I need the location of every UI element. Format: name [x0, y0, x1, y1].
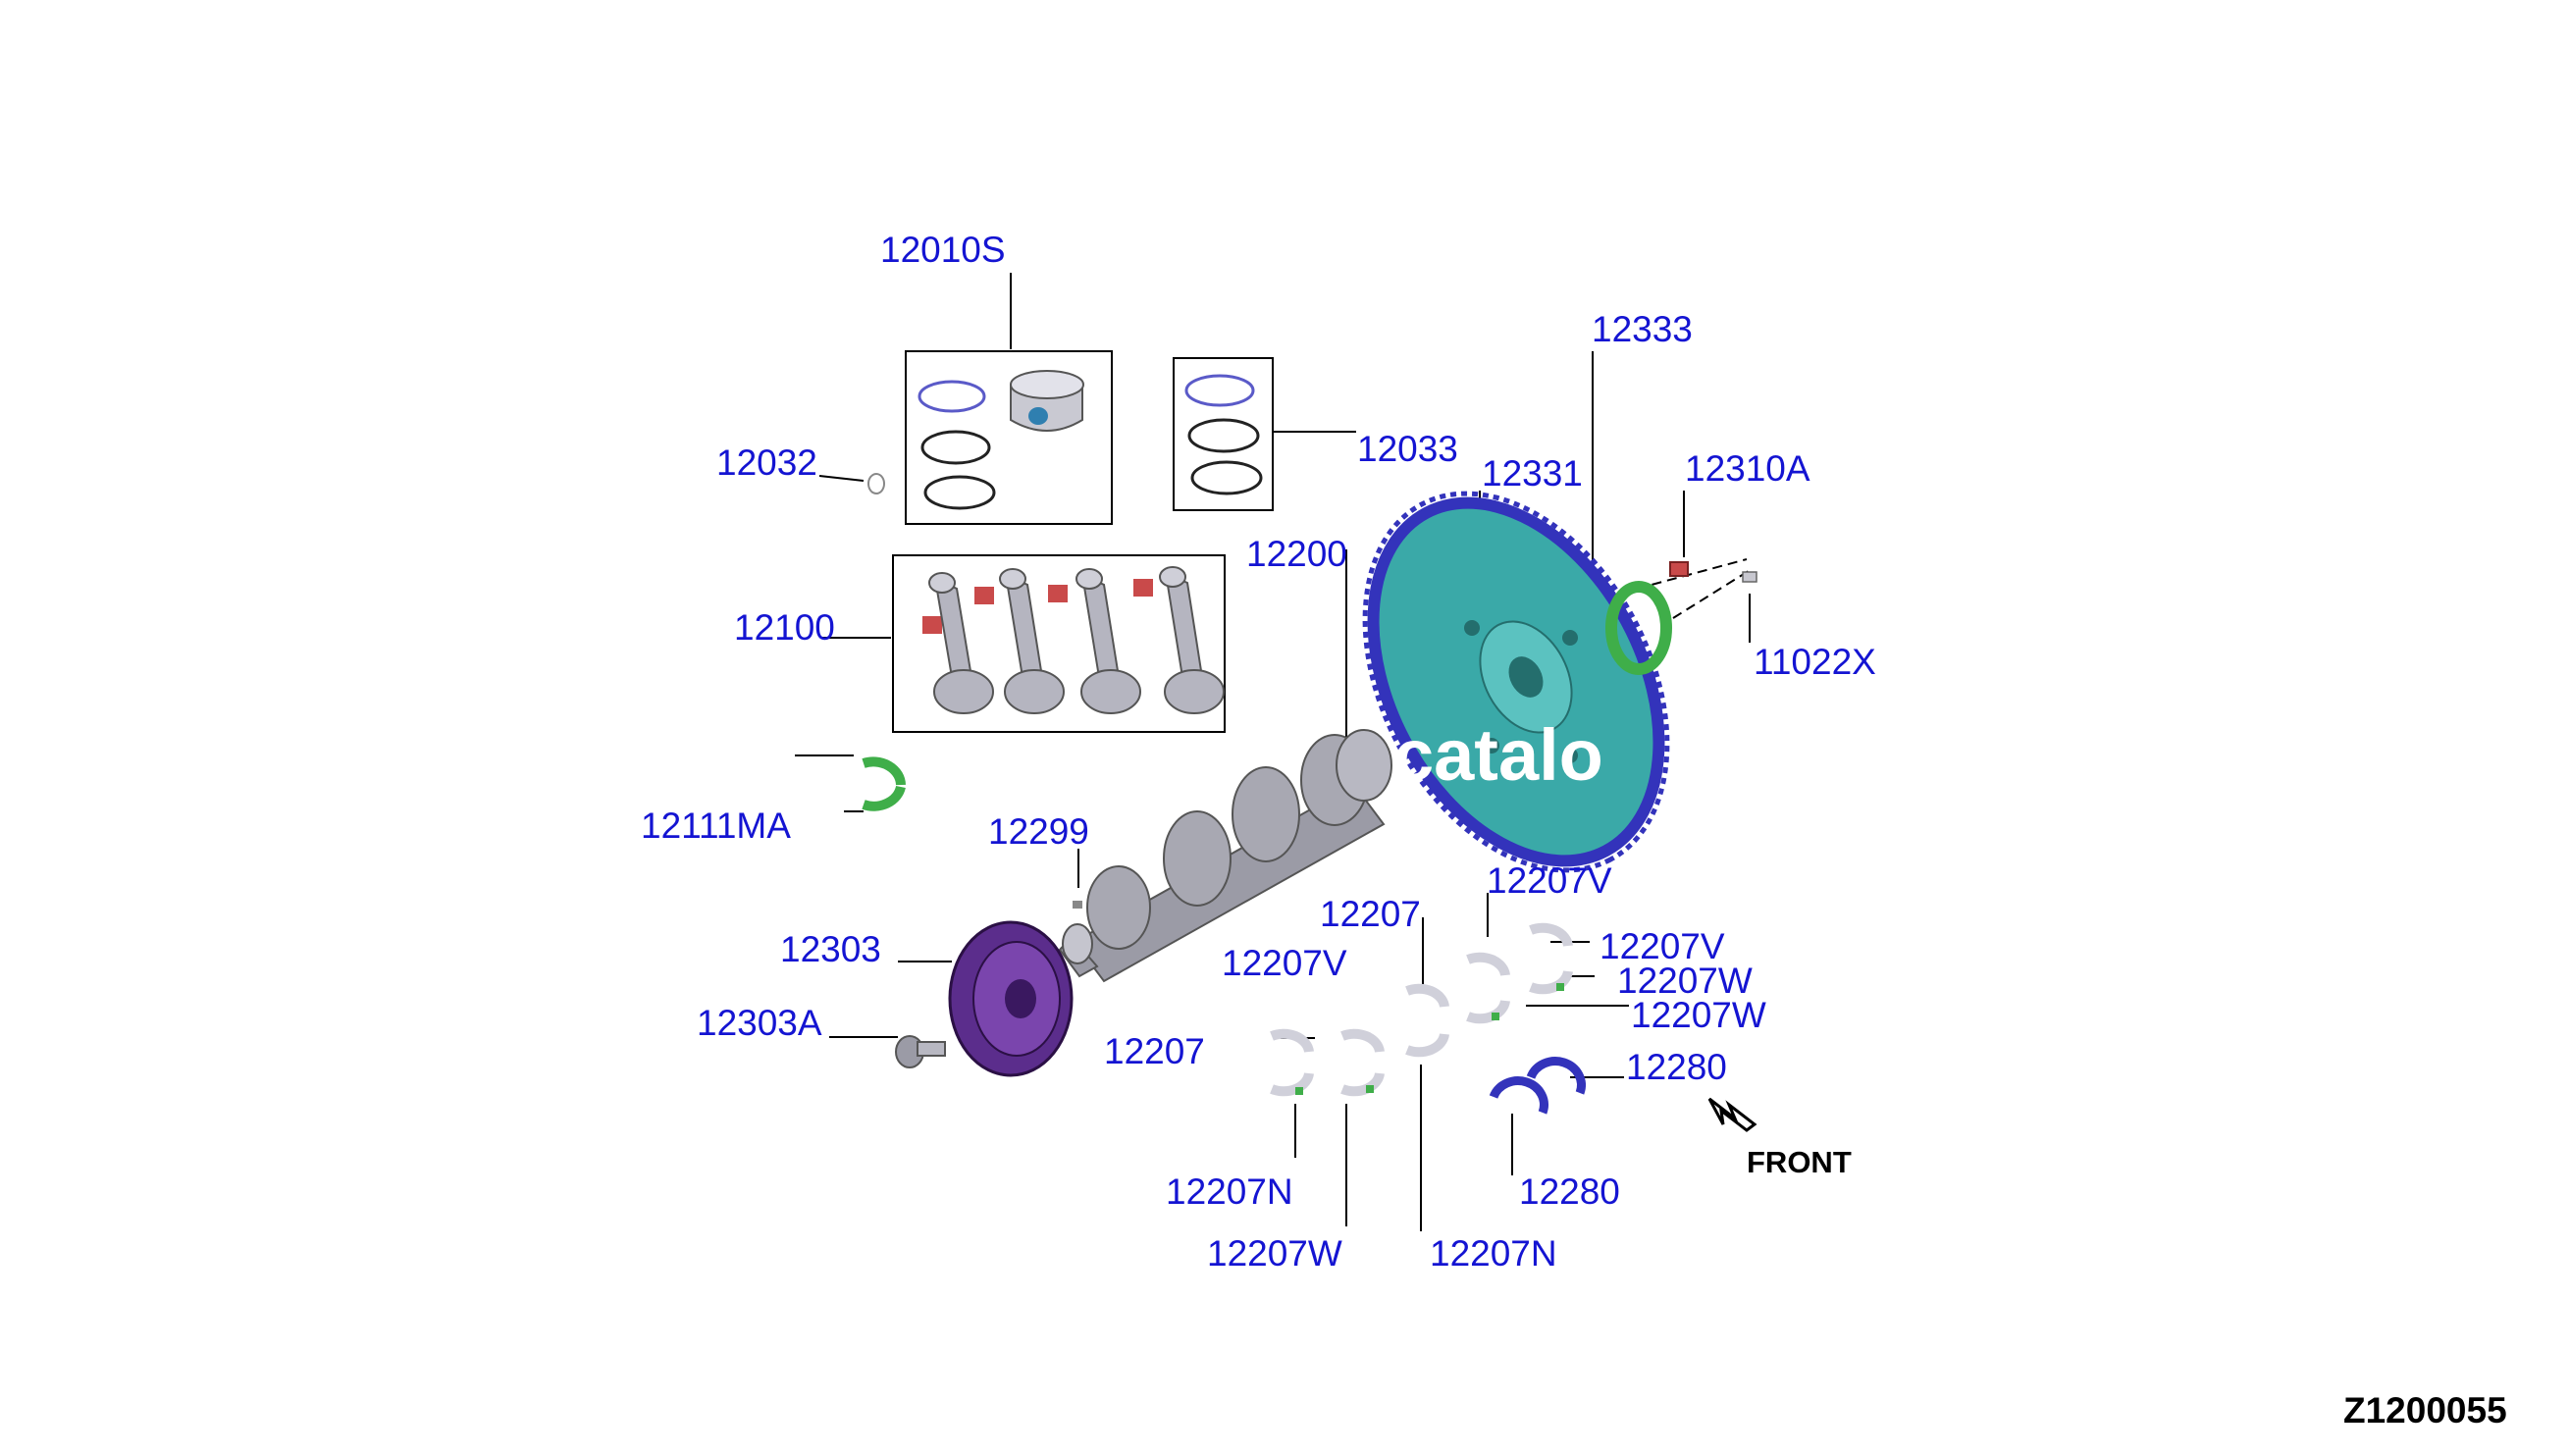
- drive-plate: [1362, 491, 1670, 873]
- connecting-rods: [922, 566, 1225, 714]
- part-label-12303[interactable]: 12303: [780, 929, 881, 969]
- piston-kit-box: [905, 350, 1113, 525]
- part-label-12331[interactable]: 12331: [1482, 453, 1583, 494]
- snap-ring: [867, 473, 885, 494]
- part-label-12200[interactable]: 12200: [1246, 534, 1347, 574]
- con-rod-box: [892, 554, 1226, 733]
- part-label-12207W-upper[interactable]: 12207W: [1617, 961, 1753, 1001]
- part-label-12207W-lower[interactable]: 12207W: [1207, 1233, 1342, 1274]
- dowel-pin: [1742, 571, 1757, 583]
- part-label-12207N-left[interactable]: 12207N: [1166, 1171, 1293, 1212]
- diagram-code: Z1200055: [2343, 1390, 2507, 1430]
- part-label-12310A[interactable]: 12310A: [1685, 448, 1810, 489]
- part-label-12280-upper[interactable]: 12280: [1626, 1047, 1727, 1087]
- reinforcement-plate: [1605, 581, 1672, 675]
- thrust-bearings-left: [862, 756, 906, 811]
- part-label-12207-lower[interactable]: 12207: [1104, 1031, 1205, 1071]
- part-label-12207V-top[interactable]: 12207V: [1487, 860, 1612, 901]
- crank-pulley: [948, 920, 1074, 1077]
- front-arrow-icon: [1707, 1097, 1757, 1132]
- crank-key: [1073, 901, 1082, 909]
- part-label-12280-lower[interactable]: 12280: [1519, 1171, 1620, 1212]
- pulley-bolt: [895, 1035, 946, 1068]
- part-label-12207-upper[interactable]: 12207: [1320, 894, 1421, 934]
- part-label-12010S[interactable]: 12010S: [880, 230, 1006, 270]
- part-label-12100[interactable]: 12100: [734, 607, 835, 648]
- part-label-12207N-right[interactable]: 12207N: [1430, 1233, 1557, 1274]
- part-label-11022X[interactable]: 11022X: [1754, 642, 1876, 682]
- part-label-12299[interactable]: 12299: [988, 811, 1089, 852]
- piston-rings: [918, 374, 1263, 510]
- bearing-oil-marks: [1295, 983, 1564, 1095]
- part-label-12111MA[interactable]: 12111MA: [641, 806, 791, 846]
- leader-lines: [795, 273, 1753, 1231]
- thrust-washers: [1489, 1057, 1586, 1115]
- front-label: FRONT: [1747, 1145, 1852, 1179]
- part-label-12032[interactable]: 12032: [716, 442, 817, 483]
- ring-set-box: [1173, 357, 1274, 511]
- part-label-12303A[interactable]: 12303A: [697, 1003, 822, 1043]
- piston: [1010, 370, 1084, 432]
- part-label-12033[interactable]: 12033: [1357, 429, 1458, 469]
- part-label-12207W-mid[interactable]: 12207W: [1631, 995, 1766, 1035]
- flywheel-bolt: [1669, 561, 1689, 577]
- part-label-12207V-right[interactable]: 12207V: [1600, 926, 1725, 966]
- crankshaft: [1058, 729, 1392, 983]
- part-label-12333[interactable]: 12333: [1592, 309, 1693, 349]
- watermark: catalo: [1393, 714, 1603, 796]
- part-label-12207V-mid[interactable]: 12207V: [1222, 943, 1347, 983]
